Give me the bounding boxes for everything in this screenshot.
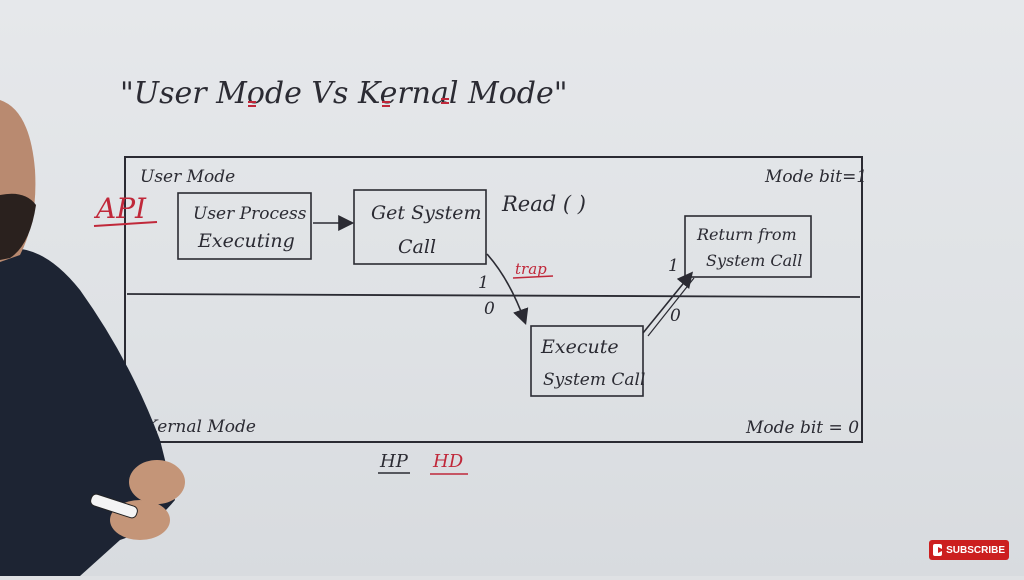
trap-underline [512,275,554,279]
api-underline [93,221,158,227]
trap-arrow [486,253,529,326]
user-process-line1: User Process [193,204,307,224]
trap-label: trap [515,260,547,278]
mode-bit-kernel-label: Mode bit = 0 [745,418,859,438]
get-system-call-box [353,189,487,265]
user-mode-label: User Mode [140,167,235,187]
presenter-figure [0,100,185,577]
mode-divider [126,293,861,298]
return-system-call-box [684,215,812,278]
read-label: Read ( ) [501,192,586,216]
execute-system-call-line1: Execute [540,336,619,358]
return-arrow-double [647,277,695,337]
bit-before-return: 0 [670,306,681,326]
execute-system-call-box [530,325,644,397]
user-process-line2: Executing [197,230,295,252]
hp-label: HP [379,451,409,472]
subscribe-label: SUBSCRIBE [946,544,1005,556]
subscribe-button[interactable]: SUBSCRIBE [929,540,1009,560]
diagram-frame [124,156,863,443]
user-process-box [177,192,312,260]
page-title: "User Mode Vs Kernal Mode" [120,76,568,111]
return-system-call-line2: System Call [706,251,802,270]
return-system-call-line1: Return from [696,225,797,244]
kernel-mode-label: Kernal Mode [144,417,256,437]
title-underline-marks [248,98,449,107]
get-system-call-line2: Call [398,236,436,258]
api-label: API [93,192,147,225]
get-system-call-line1: Get System [371,202,482,224]
return-arrow [642,271,694,334]
hd-label: HD [432,451,464,472]
mode-bit-user-label: Mode bit=1 [764,167,867,187]
bit-after-trap: 0 [484,299,495,319]
play-icon [933,544,945,556]
execute-system-call-line2: System Call [543,370,645,390]
bit-before-trap: 1 [478,273,489,293]
bit-after-return: 1 [668,256,679,276]
